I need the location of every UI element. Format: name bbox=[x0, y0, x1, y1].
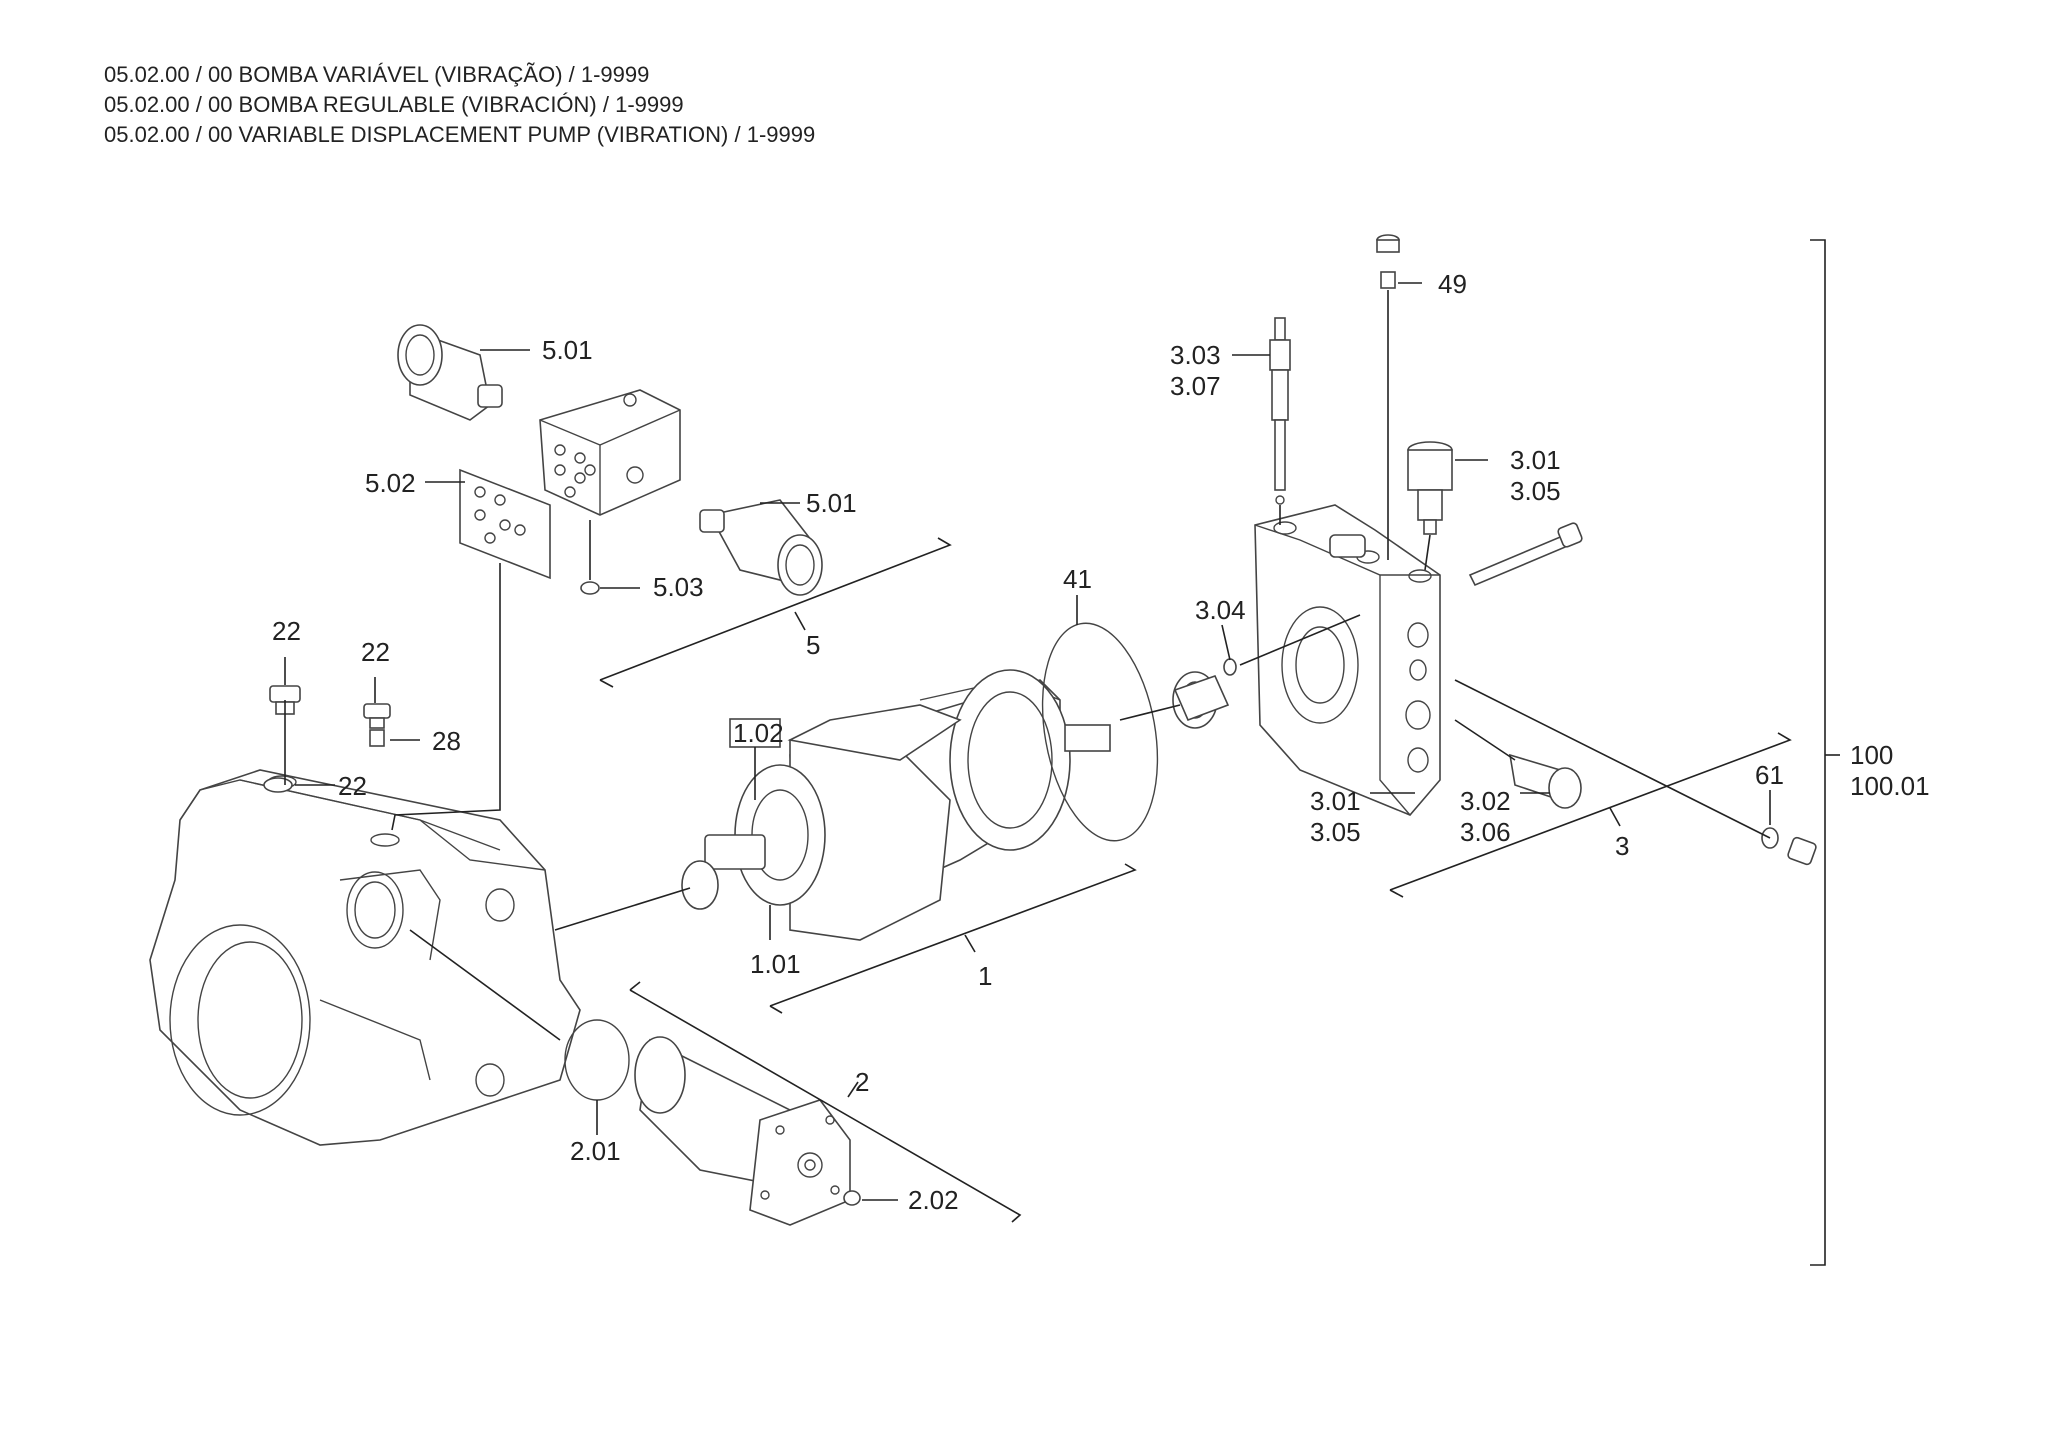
label-2-02: 2.02 bbox=[908, 1185, 959, 1215]
label-100-01: 100.01 bbox=[1850, 771, 1930, 801]
valve-3-02 bbox=[1508, 753, 1582, 809]
label-3-05-upper: 3.05 bbox=[1510, 476, 1561, 506]
oring-5-03 bbox=[580, 581, 600, 595]
port-plate bbox=[1254, 504, 1441, 816]
label-100: 100 bbox=[1850, 740, 1893, 770]
valve-block bbox=[539, 389, 681, 516]
oring-3-04 bbox=[1223, 658, 1237, 676]
plug-22-c bbox=[263, 777, 293, 793]
label-3-05-lower: 3.05 bbox=[1310, 817, 1361, 847]
plug-22-b bbox=[363, 703, 391, 729]
solenoid-valve-lower bbox=[699, 499, 823, 596]
label-3-02: 3.02 bbox=[1460, 786, 1511, 816]
gasket-41 bbox=[1041, 622, 1159, 842]
title-line-spanish: 05.02.00 / 00 BOMBA REGULABLE (VIBRACIÓN… bbox=[104, 92, 684, 117]
label-1-01: 1.01 bbox=[750, 949, 801, 979]
label-3-03: 3.03 bbox=[1170, 340, 1221, 370]
pump-housing bbox=[149, 769, 581, 1146]
reference-labels: 5.01 5.01 5.02 5.03 5 22 22 28 22 1.02 1… bbox=[272, 269, 1930, 1215]
label-3-06: 3.06 bbox=[1460, 817, 1511, 847]
control-spool-3-03 bbox=[1269, 317, 1291, 505]
label-group-2: 2 bbox=[855, 1067, 869, 1097]
plug-61 bbox=[1761, 827, 1817, 866]
label-49: 49 bbox=[1438, 269, 1467, 299]
label-3-01-lower: 3.01 bbox=[1310, 786, 1361, 816]
plug-28 bbox=[369, 729, 385, 747]
leader-lines bbox=[284, 239, 1840, 1266]
label-5-02: 5.02 bbox=[365, 468, 416, 498]
label-5-01-lower: 5.01 bbox=[806, 488, 857, 518]
label-61: 61 bbox=[1755, 760, 1784, 790]
label-group-3: 3 bbox=[1615, 831, 1629, 861]
relief-valve-3-01 bbox=[1407, 441, 1453, 535]
label-1-02: 1.02 bbox=[733, 718, 784, 748]
solenoid-valve-upper bbox=[397, 324, 503, 421]
page-header: 05.02.00 / 00 BOMBA VARIÁVEL (VIBRAÇÃO) … bbox=[104, 60, 815, 150]
label-22-a: 22 bbox=[272, 616, 301, 646]
label-28: 28 bbox=[432, 726, 461, 756]
label-2-01: 2.01 bbox=[570, 1136, 621, 1166]
long-bolt bbox=[1468, 522, 1583, 587]
label-22-c: 22 bbox=[338, 771, 367, 801]
title-line-english: 05.02.00 / 00 VARIABLE DISPLACEMENT PUMP… bbox=[104, 122, 816, 147]
label-group-1: 1 bbox=[978, 961, 992, 991]
bearing bbox=[1172, 671, 1230, 729]
title-line-portuguese: 05.02.00 / 00 BOMBA VARIÁVEL (VIBRAÇÃO) … bbox=[104, 62, 650, 87]
label-3-07: 3.07 bbox=[1170, 371, 1221, 401]
gasket-5-02 bbox=[459, 468, 551, 580]
charge-pump bbox=[564, 1019, 861, 1226]
label-41: 41 bbox=[1063, 564, 1092, 594]
label-5-03: 5.03 bbox=[653, 572, 704, 602]
rotating-group bbox=[681, 669, 1111, 941]
label-group-5: 5 bbox=[806, 630, 820, 660]
label-22-b: 22 bbox=[361, 637, 390, 667]
label-5-01-upper: 5.01 bbox=[542, 335, 593, 365]
label-3-01-upper: 3.01 bbox=[1510, 445, 1561, 475]
label-3-04: 3.04 bbox=[1195, 595, 1246, 625]
screw-49 bbox=[1376, 234, 1400, 289]
